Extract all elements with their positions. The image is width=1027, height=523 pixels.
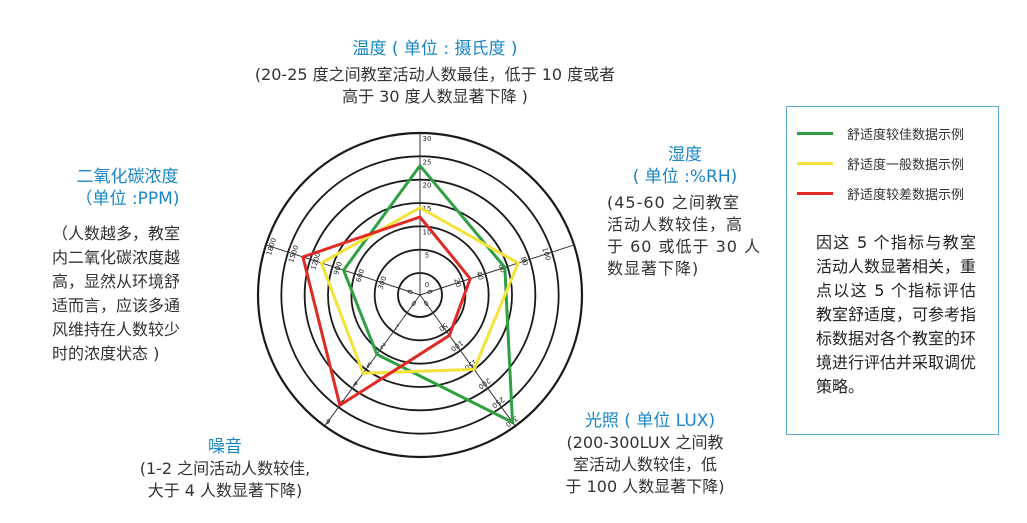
legend-label-average: 舒适度一般数据示例 <box>847 157 965 173</box>
axis-spoke <box>419 294 516 427</box>
tick-label: 6 <box>324 416 333 425</box>
tick-label: 100 <box>449 339 465 353</box>
legend-label-poor: 舒适度较差数据示例 <box>847 187 965 203</box>
tick-label: 2 <box>379 341 387 350</box>
legend-item-average: 舒适度一般数据示例 <box>797 153 964 173</box>
series-polygon <box>342 164 514 424</box>
tick-label: 0 <box>410 299 418 308</box>
tick-label: 15 <box>423 205 432 213</box>
tick-label: 1 <box>393 322 401 331</box>
axis-desc-temperature: (20-25 度之间教室活动人数最佳，低于 10 度或者 高于 30 度人数显著… <box>254 65 616 106</box>
axis-desc-light: (200-300LUX 之间教 室活动人数较佳，低 于 100 人数显著下降) <box>565 433 725 496</box>
tick-label: 3 <box>365 360 373 369</box>
tick-label: 200 <box>477 376 493 390</box>
legend-line-average <box>797 161 833 165</box>
axis-desc-noise: (1-2 之间活动人数较佳, 大于 4 人数显著下降) <box>139 459 311 500</box>
tick-label: 60 <box>497 263 507 274</box>
tick-label: 20 <box>423 182 432 190</box>
axis-title-noise: 噪音 <box>208 437 242 457</box>
tick-label: 100 <box>540 246 552 261</box>
tick-label: 25 <box>423 158 432 166</box>
tick-label: 10 <box>423 228 432 236</box>
tick-label: 0 <box>425 289 434 296</box>
tick-label: 20 <box>452 277 462 288</box>
series-polygon <box>319 206 520 375</box>
tick-label: 250 <box>490 395 506 409</box>
legend-line-good <box>797 131 833 135</box>
axis-title-light: 光照 ( 单位 LUX) <box>584 411 716 431</box>
tick-label: 0 <box>406 289 415 296</box>
tick-label: 4 <box>351 379 360 388</box>
tick-label: 0 <box>425 281 429 289</box>
tick-label: 80 <box>519 256 529 267</box>
axis-title-humidity: 湿度 ( 单位 :%RH) <box>632 145 738 187</box>
legend-item-poor: 舒适度较差数据示例 <box>797 183 964 203</box>
tick-label: 0 <box>422 299 430 308</box>
tick-label: 300 <box>377 275 389 290</box>
tick-label: 50 <box>437 321 449 333</box>
tick-label: 900 <box>332 261 344 276</box>
axis-title-temperature: 温度 ( 单位 : 摄氏度 ) <box>352 39 518 59</box>
tick-label: 600 <box>355 268 367 283</box>
legend-line-poor <box>797 191 833 195</box>
radar-series <box>301 164 520 424</box>
tick-label: 5 <box>425 252 429 260</box>
axis-desc-humidity: (45-60 之间教室 活动人数较佳，高 于 60 或低于 30 人 数显著下降… <box>607 193 762 278</box>
legend-label-good: 舒适度较佳数据示例 <box>847 127 965 143</box>
legend-item-good: 舒适度较佳数据示例 <box>797 123 964 143</box>
tick-label: 30 <box>423 135 432 143</box>
axis-spoke <box>419 244 575 296</box>
legend-box: 舒适度较佳数据示例 舒适度一般数据示例 舒适度较差数据示例 因这 5 个指标与教… <box>786 106 999 435</box>
note-text: 因这 5 个指标与教室活动人数显著相关，重点以这 5 个指标评估教室舒适度，可参… <box>816 233 977 396</box>
axis-title-co2: 二氧化碳浓度 （单位 :PPM) <box>75 167 180 209</box>
axis-desc-co2: （人数越多，教室 内二氧化碳浓度越 高，显然从环境舒 适而言，应该多通 风维持在… <box>52 224 181 363</box>
series-polygon <box>301 215 472 407</box>
tick-label: 40 <box>474 270 484 281</box>
